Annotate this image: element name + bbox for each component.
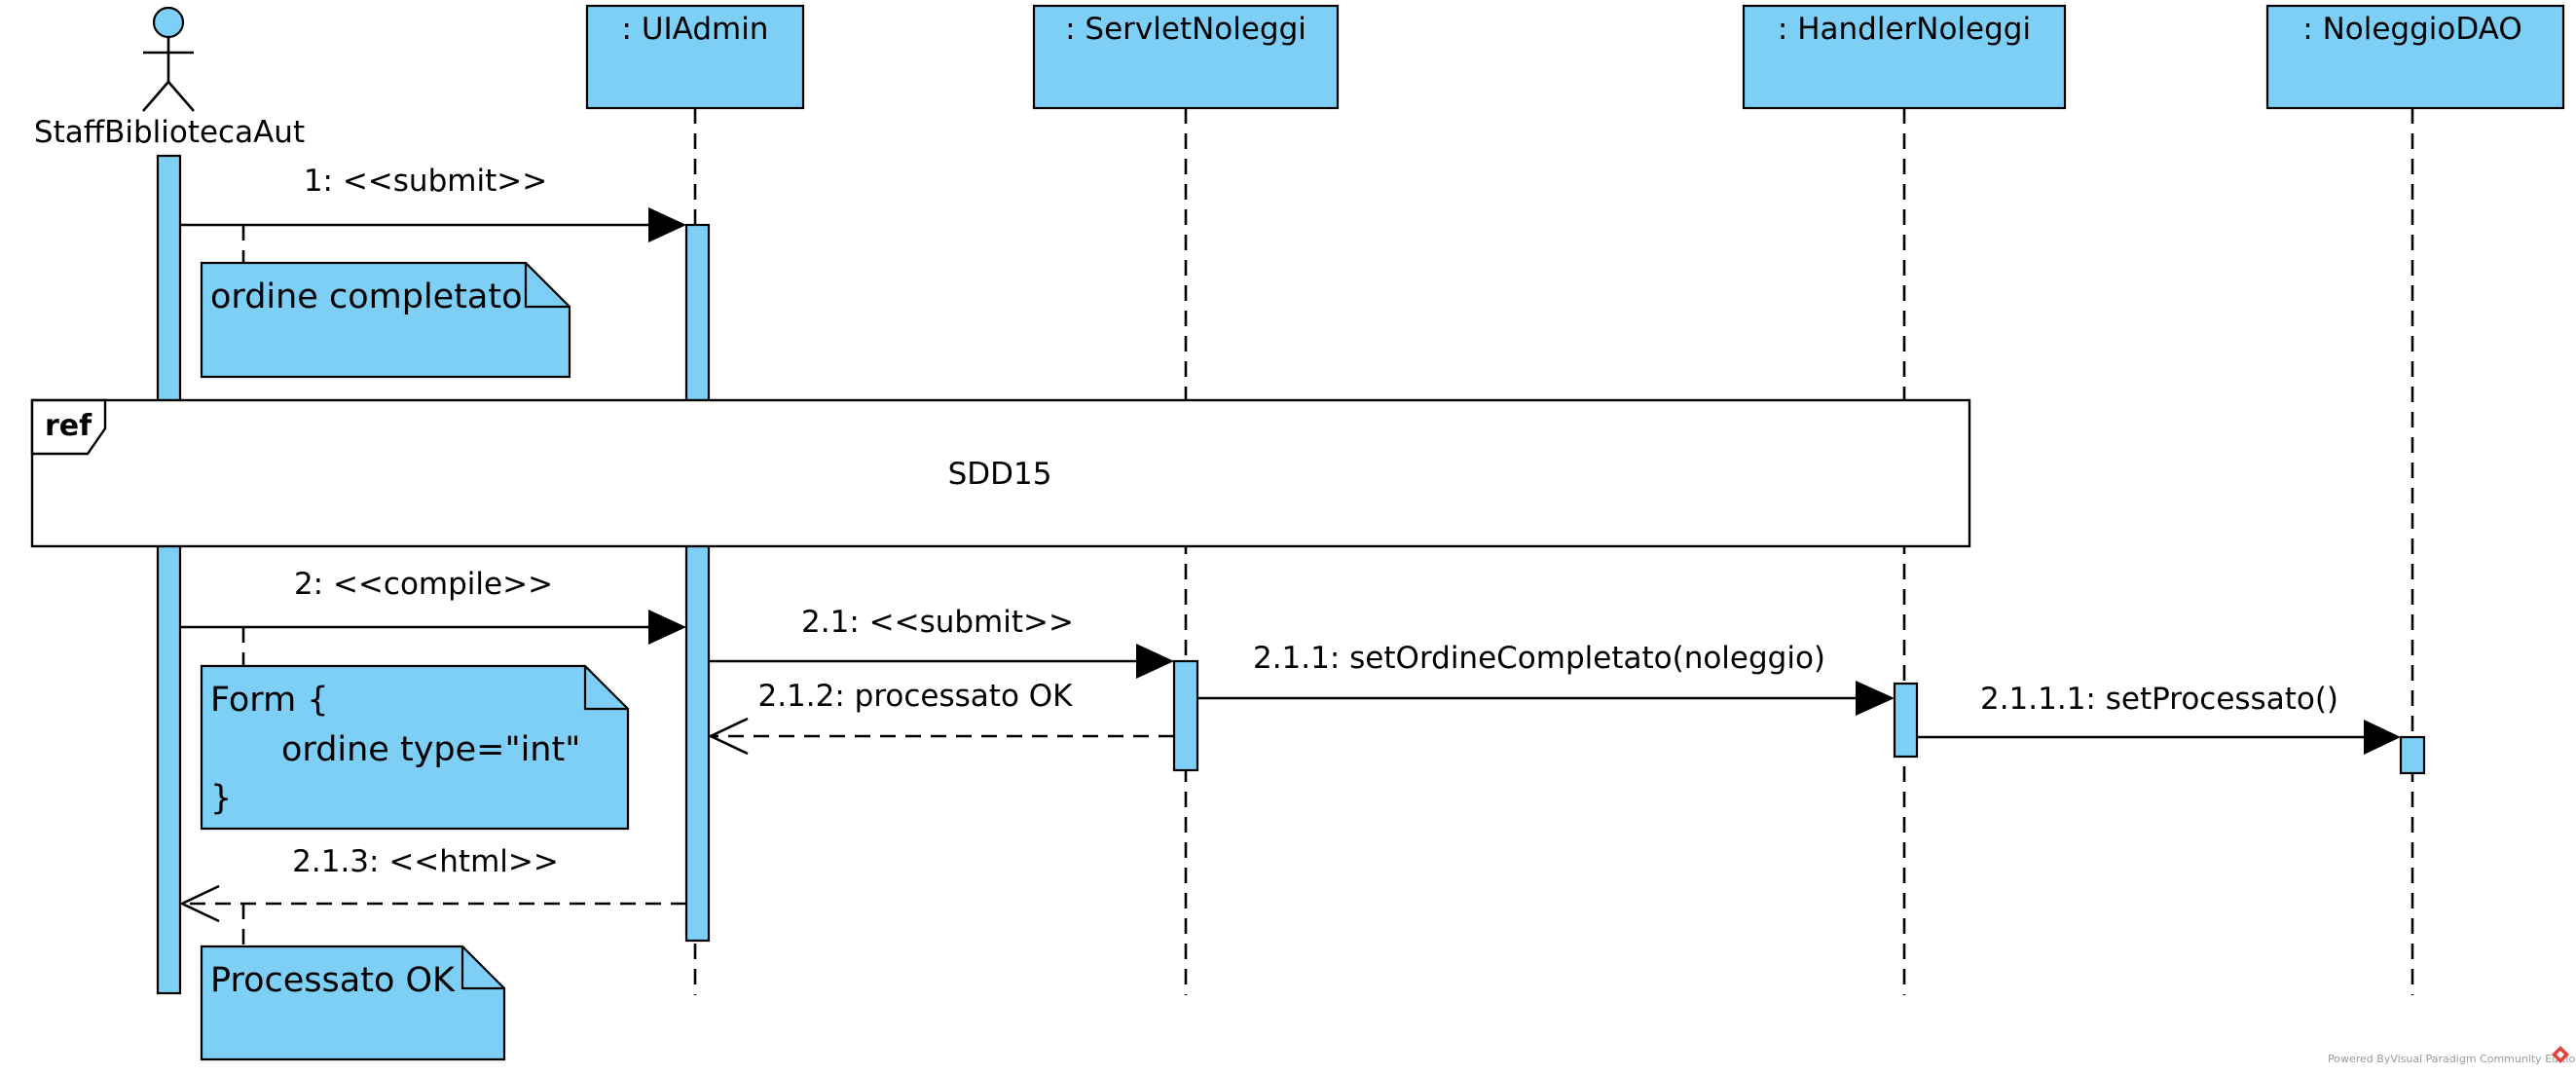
watermark: Powered ByVisual Paradigm Community Edit… [2328, 1046, 2576, 1065]
note-processato-ok[interactable]: Processato OK [200, 945, 506, 1061]
message-2-1-3-label: 2.1.3: <<html>> [292, 844, 559, 879]
lifeline-handlernoleggi-name: : HandlerNoleggi [1778, 12, 2031, 47]
note-2-line-3: } [210, 779, 232, 818]
note-form[interactable]: Form { ordine type="int" } [200, 664, 630, 831]
watermark-text: Powered ByVisual Paradigm Community Edit… [2328, 1053, 2576, 1065]
lifeline-servletnoleggi[interactable]: : ServletNoleggi [1032, 4, 1340, 110]
note-ordine-completato[interactable]: ordine completato [200, 261, 571, 379]
message-2-1-2-label: 2.1.2: processato OK [757, 679, 1073, 714]
note-2-line-2: ordine type="int" [281, 730, 580, 769]
lifeline-servletnoleggi-name: : ServletNoleggi [1065, 12, 1306, 47]
activation-servletnoleggi [1172, 659, 1199, 772]
note-3-line-1: Processato OK [210, 961, 456, 1000]
message-2-1-submit[interactable]: 2.1: <<submit>> [709, 605, 1174, 679]
activation-handlernoleggi [1893, 682, 1919, 759]
message-2-compile[interactable]: 2: <<compile>> [180, 567, 686, 645]
message-2-1-1-1-label: 2.1.1.1: setProcessato() [1980, 682, 2338, 717]
message-2-1-1-set-ordine-completato[interactable]: 2.1.1: setOrdineCompletato(noleggio) [1197, 641, 1895, 716]
activation-noleggiodao [2399, 735, 2426, 775]
visual-paradigm-logo-icon [2552, 1046, 2569, 1063]
lifeline-handlernoleggi[interactable]: : HandlerNoleggi [1742, 4, 2067, 110]
message-1-label: 1: <<submit>> [304, 164, 547, 199]
ref-fragment[interactable]: ref SDD15 [30, 398, 1971, 548]
message-2-1-label: 2.1: <<submit>> [801, 605, 1074, 640]
ref-tag: ref [45, 409, 92, 443]
message-2-1-3-return[interactable]: 2.1.3: <<html>> [178, 844, 686, 923]
actor-icon[interactable] [142, 6, 195, 112]
message-2-1-1-1-set-processato[interactable]: 2.1.1.1: setProcessato() [1917, 682, 2401, 755]
lifeline-noleggiodao[interactable]: : NoleggioDAO [2265, 4, 2565, 110]
message-2-1-1-label: 2.1.1: setOrdineCompletato(noleggio) [1253, 641, 1825, 676]
ref-text: SDD15 [948, 457, 1052, 492]
lifeline-uiadmin[interactable]: : UIAdmin [585, 4, 805, 110]
note-2-line-1: Form { [210, 681, 329, 720]
activation-uiadmin [684, 223, 711, 943]
activation-actor [156, 154, 182, 995]
lifeline-noleggiodao-name: : NoleggioDAO [2302, 12, 2521, 47]
actor-name: StaffBibliotecaAut [34, 115, 305, 150]
message-1-submit[interactable]: 1: <<submit>> [180, 164, 686, 242]
message-2-1-2-return[interactable]: 2.1.2: processato OK [707, 679, 1174, 756]
lifeline-uiadmin-name: : UIAdmin [622, 12, 769, 47]
note-1-line-1: ordine completato [210, 278, 523, 316]
message-2-label: 2: <<compile>> [294, 567, 553, 602]
